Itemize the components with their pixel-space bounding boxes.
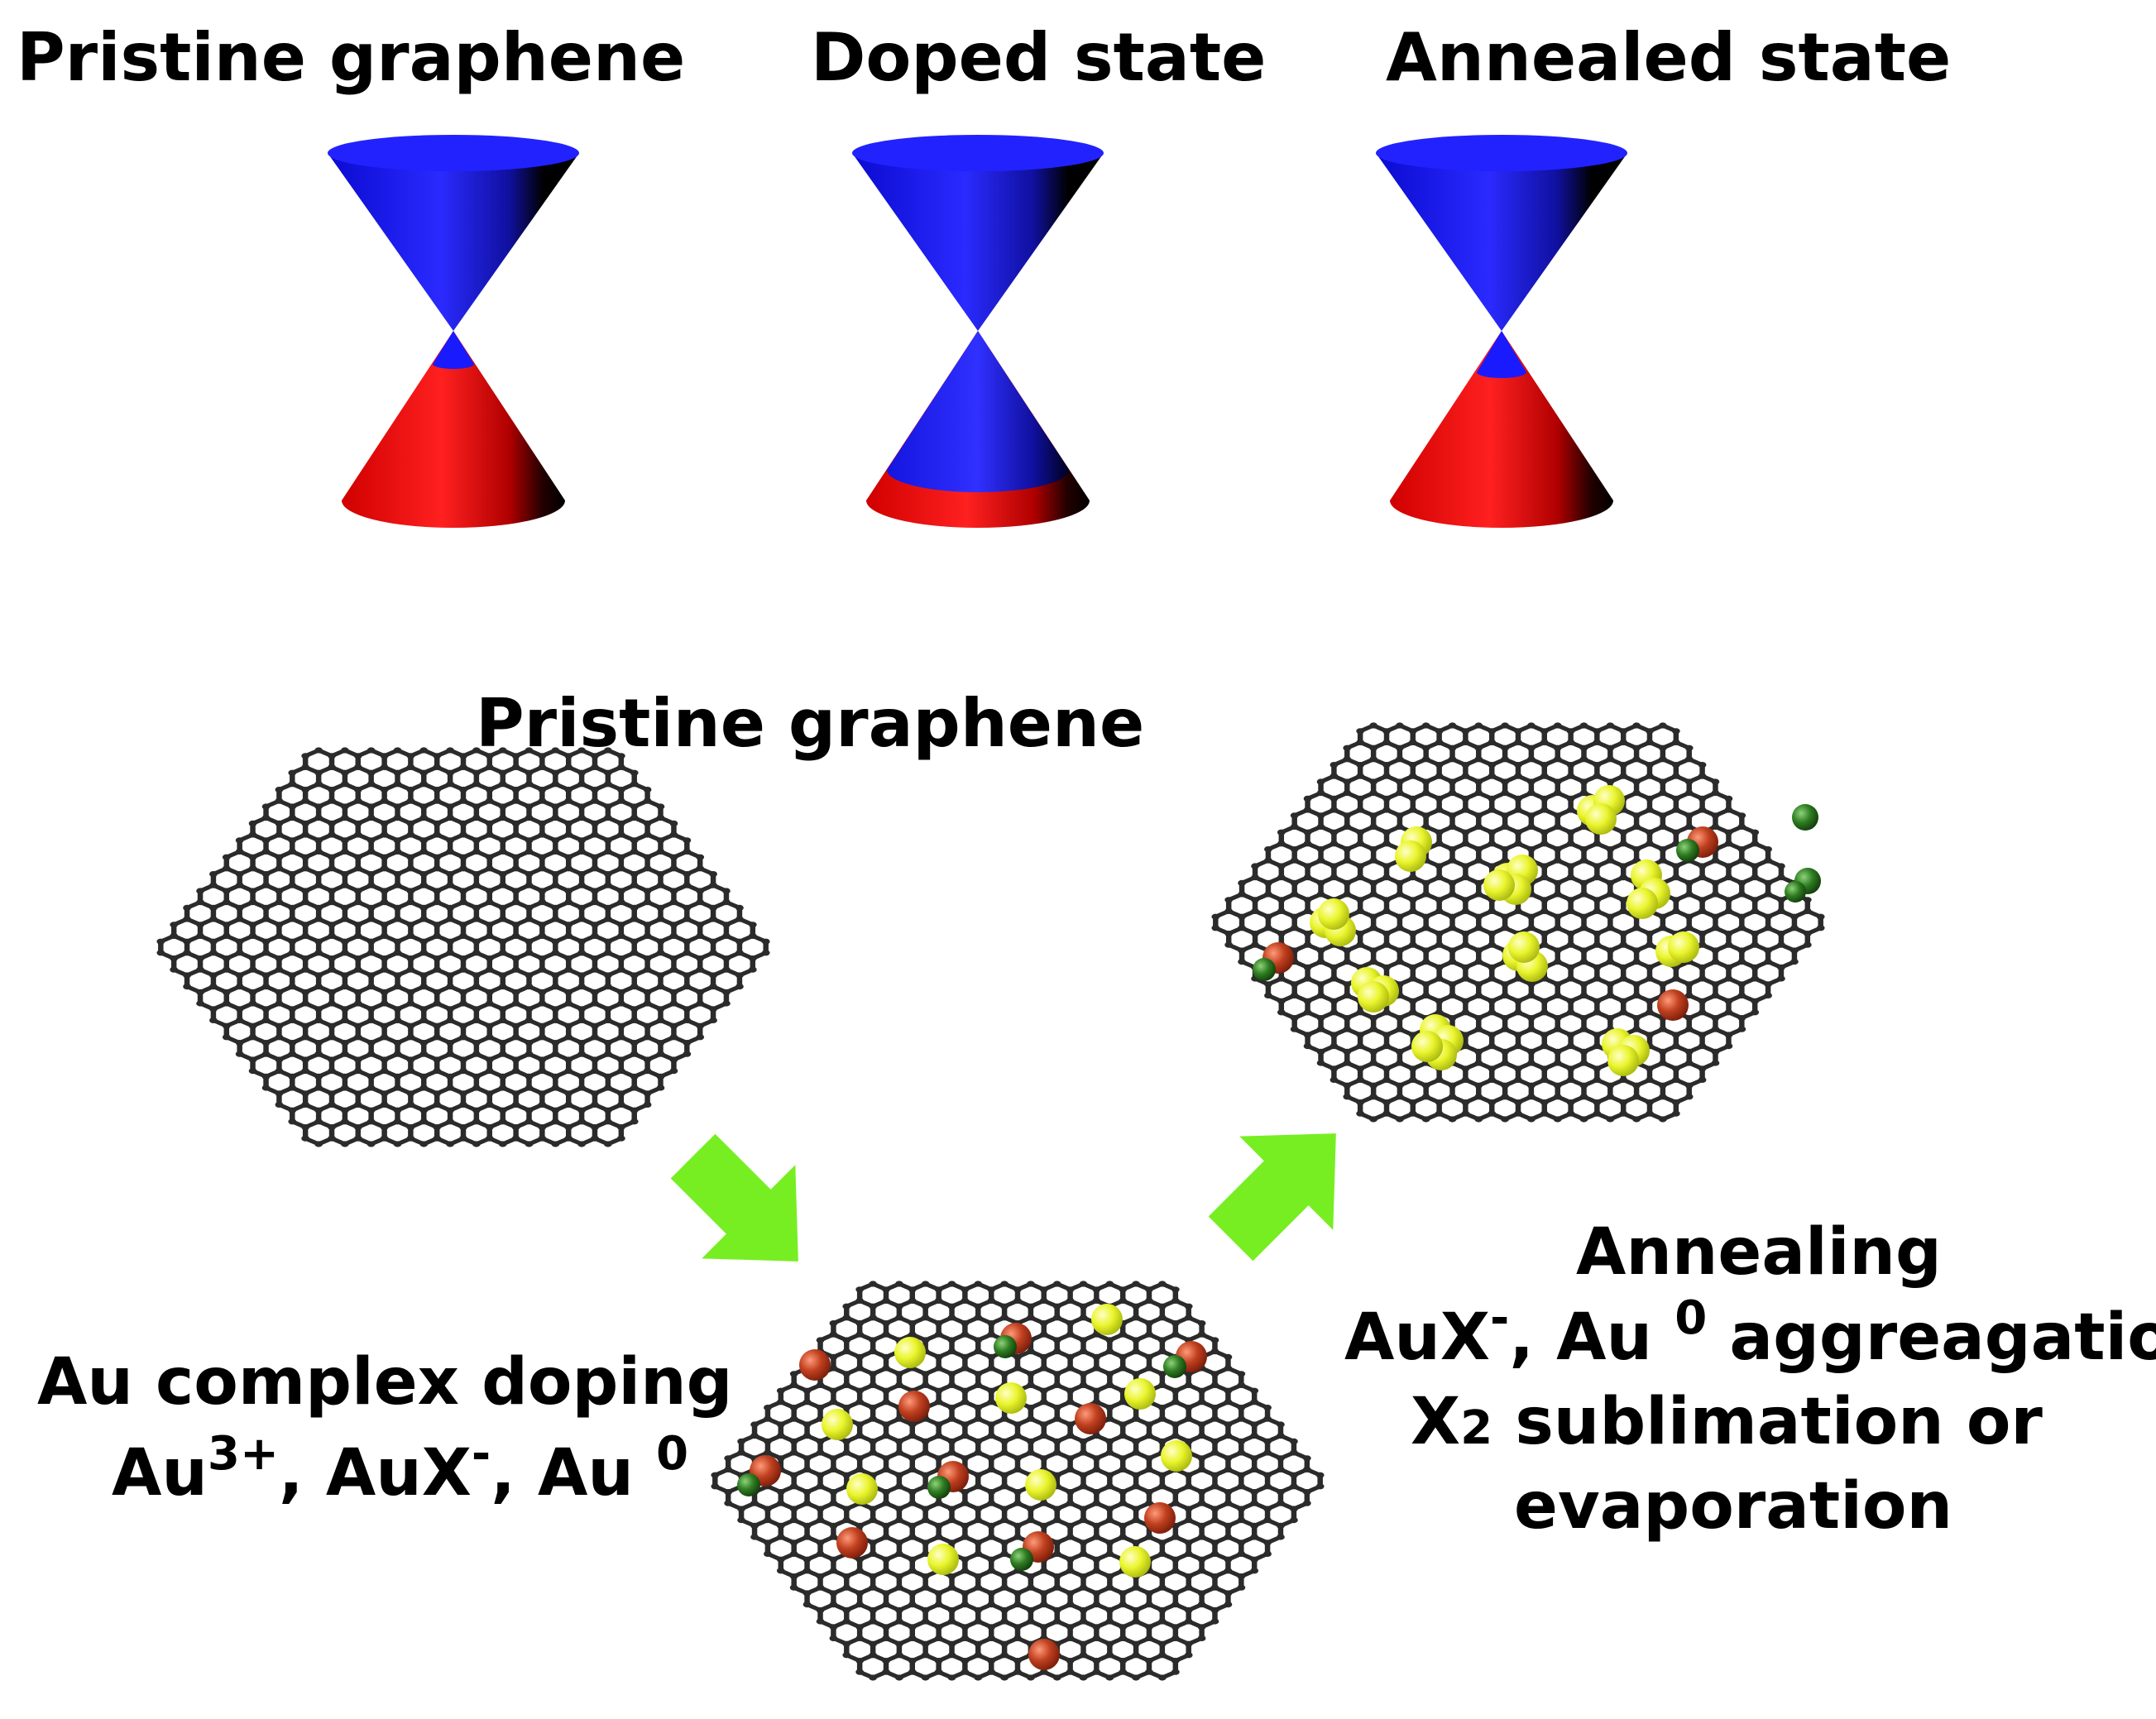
au-particle-green xyxy=(737,1473,760,1496)
au-particle-green xyxy=(927,1476,951,1499)
au-particle-yellow xyxy=(1091,1304,1123,1335)
au-particle-yellow xyxy=(1318,898,1349,930)
au-particle-yellow xyxy=(1508,931,1540,963)
au-particle-green xyxy=(994,1335,1017,1358)
cone-doped xyxy=(852,135,1104,528)
au-particle-yellow xyxy=(1585,803,1617,835)
au-particle-yellow xyxy=(1395,840,1426,872)
au-particle-red xyxy=(836,1527,868,1559)
label-doping-species: Au3+, AuX-, Au 0 xyxy=(112,1427,689,1511)
au-particle-yellow xyxy=(822,1409,853,1440)
au-particle-green xyxy=(1676,839,1699,862)
au-particle-red xyxy=(1075,1403,1106,1434)
au-particle-yellow xyxy=(1668,931,1699,963)
dopant-particles-annealed xyxy=(1253,785,1821,1076)
au-particle-yellow xyxy=(1025,1469,1056,1501)
arrow-doping xyxy=(646,1109,846,1309)
au-particle-yellow xyxy=(1161,1440,1192,1472)
label-doping-title: Au complex doping xyxy=(37,1345,733,1420)
graphene-sheet-annealed xyxy=(1211,722,1824,1122)
cone-pristine xyxy=(328,135,579,528)
au-particle-yellow xyxy=(1483,869,1515,901)
label-annealing-title: Annealing xyxy=(1576,1215,1942,1290)
au-particle-red xyxy=(799,1349,831,1381)
title-pristine-graphene-top: Pristine graphene xyxy=(17,19,686,96)
au-particle-red xyxy=(898,1391,930,1422)
au-particle-yellow xyxy=(1358,981,1389,1013)
au-particle-yellow xyxy=(1124,1378,1156,1410)
au-particle-yellow xyxy=(995,1382,1027,1414)
dopant-particles-doped xyxy=(737,1304,1207,1670)
au-particle-green xyxy=(1163,1355,1186,1378)
au-particle-yellow xyxy=(1607,1045,1639,1076)
title-annealed-state: Annealed state xyxy=(1386,19,1952,96)
au-particle-yellow xyxy=(1411,1031,1443,1062)
au-particle-green xyxy=(1253,958,1276,981)
au-particle-yellow xyxy=(1627,888,1658,919)
title-pristine-graphene-bottom: Pristine graphene xyxy=(476,685,1145,762)
au-particle-green xyxy=(1785,881,1806,903)
label-annealing-evaporation: evaporation xyxy=(1514,1469,1953,1544)
cone-annealed xyxy=(1376,135,1627,528)
au-particle-yellow xyxy=(846,1473,878,1505)
au-particle-yellow xyxy=(927,1544,959,1575)
au-particle-green xyxy=(1792,804,1818,831)
title-doped-state: Doped state xyxy=(811,19,1267,96)
label-annealing-sublimation: X2 sublimation or xyxy=(1411,1385,2043,1459)
arrow-annealing xyxy=(1184,1086,1383,1286)
label-annealing-aggregation: AuX-, Au 0 aggreagation xyxy=(1344,1291,2156,1375)
au-particle-red xyxy=(1657,989,1689,1021)
au-particle-yellow xyxy=(894,1337,926,1368)
graphene-sheet-pristine xyxy=(156,747,769,1147)
au-particle-green xyxy=(1010,1548,1033,1571)
au-particle-red xyxy=(1144,1502,1176,1534)
au-particle-yellow xyxy=(1119,1546,1151,1578)
au-particle-red xyxy=(1028,1639,1060,1670)
